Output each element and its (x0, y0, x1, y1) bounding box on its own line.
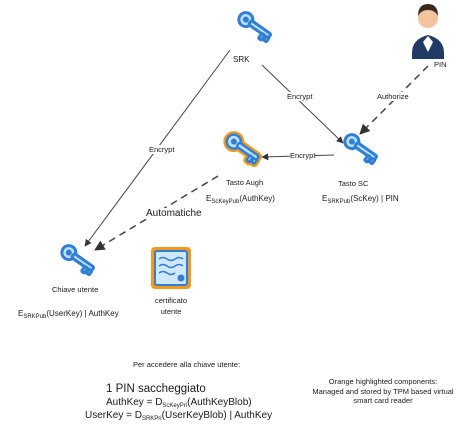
encrypt-sc-augh-label: Encrypt (290, 151, 316, 160)
tasto-sc-key-icon (340, 130, 382, 167)
bottom-userkey-line: UserKey = DSRKPri(UserKeyBlob) | AuthKey (85, 410, 273, 422)
tasto-augh-key-icon (224, 132, 263, 165)
certificato-label: certificato utente (154, 296, 188, 316)
bottom-pin-line: 1 PIN saccheggiato (106, 383, 206, 395)
srk-key-icon (234, 8, 276, 45)
chiave-utente-formula: ESRKPub(UserKey) | AuthKey (18, 309, 119, 320)
tasto-augh-label: Tasto Augh (226, 178, 264, 187)
srk-label: SRK (233, 55, 250, 64)
authorize-label: Authorize (377, 92, 409, 101)
certificate-icon (151, 247, 191, 289)
edge-srk-to-tasto-sc (261, 64, 344, 144)
tasto-sc-formula: ESRKPub(ScKey) | PIN (322, 194, 399, 205)
bottom-authkey-line: AuthKey = DScKeyPri(AuthKeyBlob) (106, 397, 252, 409)
bottom-intro: Per accedere alla chiave utente: (133, 360, 241, 369)
automatiche-label: Automatiche (146, 208, 202, 219)
tasto-augh-formula: EScKeyPub(AuthKey) (206, 194, 275, 205)
pin-label: PIN (434, 60, 447, 69)
pin-user-icon (412, 4, 444, 59)
chiave-utente-key-icon (57, 241, 99, 278)
encrypt-srk-chiave-label: Encrypt (149, 145, 175, 154)
encrypt-srk-sc-label: Encrypt (287, 92, 313, 101)
chiave-utente-label: Chiave utente (52, 285, 99, 294)
orange-components-note: Orange highlighted components: Managed a… (312, 377, 454, 405)
tasto-sc-label: Tasto SC (338, 179, 369, 188)
